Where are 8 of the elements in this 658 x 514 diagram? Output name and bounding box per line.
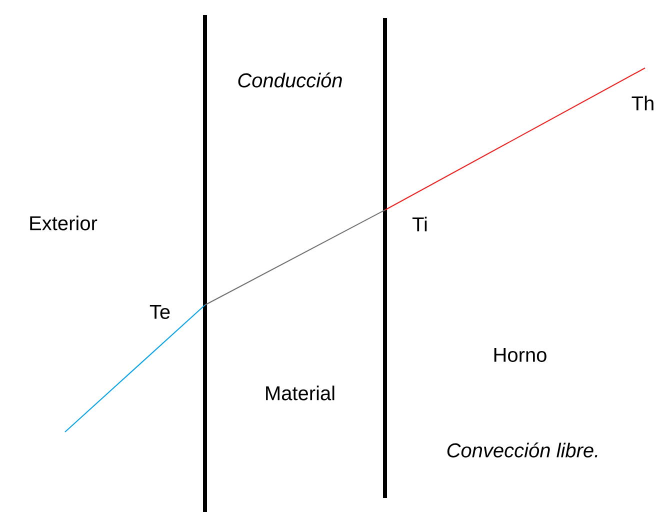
label: Horno bbox=[494, 348, 546, 362]
label: Material bbox=[266, 386, 334, 400]
label: Convección libre. bbox=[447, 442, 598, 458]
label: Exterior bbox=[30, 216, 98, 230]
label: Ti bbox=[412, 216, 427, 232]
label: Conducción bbox=[238, 72, 342, 88]
label: Te bbox=[150, 305, 170, 319]
label: Th bbox=[632, 96, 654, 110]
